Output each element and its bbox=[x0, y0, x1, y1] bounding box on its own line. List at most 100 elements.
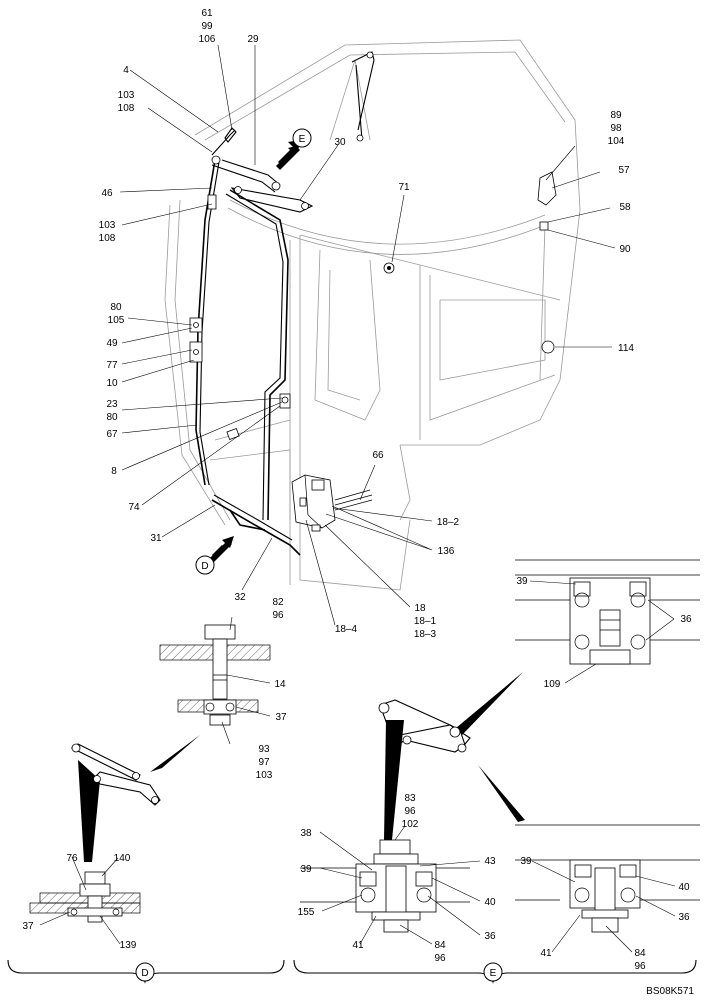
callout-109: 109 bbox=[544, 679, 561, 690]
callout-37-d: 37 bbox=[22, 921, 34, 932]
callout-93: 93 bbox=[258, 744, 270, 755]
view-label-e: E bbox=[490, 968, 497, 979]
callout-40-e: 40 bbox=[484, 897, 496, 908]
callout-84-e: 84 bbox=[434, 940, 446, 951]
callout-83: 83 bbox=[404, 793, 416, 804]
callout-31: 31 bbox=[150, 533, 162, 544]
view-marker-e-top: E bbox=[299, 134, 306, 145]
callout-140: 140 bbox=[114, 853, 131, 864]
callout-18-1: 18–1 bbox=[414, 616, 437, 627]
callout-8: 8 bbox=[111, 466, 117, 477]
callout-96-r: 96 bbox=[634, 961, 646, 972]
callout-103-top: 103 bbox=[118, 90, 135, 101]
detail-bolt-e bbox=[300, 839, 470, 933]
callout-18-2: 18–2 bbox=[437, 517, 460, 528]
callout-40-r: 40 bbox=[678, 882, 690, 893]
callout-108-mid: 108 bbox=[99, 233, 116, 244]
detail-link-arm-e bbox=[378, 699, 471, 753]
callout-36-r: 36 bbox=[678, 912, 690, 923]
view-markers bbox=[195, 128, 312, 575]
callout-96-e: 96 bbox=[404, 806, 416, 817]
view-arrows bbox=[210, 140, 300, 562]
callout-18-3: 18–3 bbox=[414, 629, 437, 640]
cab-body bbox=[164, 39, 581, 591]
callout-67: 67 bbox=[106, 429, 118, 440]
callout-136: 136 bbox=[438, 546, 455, 557]
callout-49: 49 bbox=[106, 338, 118, 349]
callout-30: 30 bbox=[334, 137, 346, 148]
view-d-circle bbox=[135, 962, 155, 982]
callout-89: 89 bbox=[610, 110, 622, 121]
hinges bbox=[189, 194, 217, 363]
callout-99: 99 bbox=[201, 21, 213, 32]
callout-105: 105 bbox=[108, 315, 125, 326]
callout-155: 155 bbox=[298, 907, 315, 918]
detail-bearing-top bbox=[515, 559, 700, 665]
callout-108-top: 108 bbox=[118, 103, 135, 114]
detail-link-arm-d bbox=[70, 743, 161, 806]
callout-74: 74 bbox=[128, 502, 140, 513]
callout-41-r: 41 bbox=[540, 948, 552, 959]
callout-41-e: 41 bbox=[352, 940, 364, 951]
callout-57: 57 bbox=[618, 165, 630, 176]
callout-58: 58 bbox=[619, 202, 631, 213]
callout-61: 61 bbox=[201, 8, 213, 19]
callout-36-top: 36 bbox=[680, 614, 692, 625]
view-e-circle bbox=[483, 962, 503, 982]
callout-103-bot: 103 bbox=[256, 770, 273, 781]
callout-97: 97 bbox=[258, 757, 270, 768]
callout-106: 106 bbox=[199, 34, 216, 45]
detail-arrows bbox=[78, 672, 525, 862]
detail-bolt-d bbox=[29, 871, 141, 923]
callout-77: 77 bbox=[106, 360, 118, 371]
callout-14: 14 bbox=[274, 679, 286, 690]
callout-4: 4 bbox=[123, 65, 129, 76]
callout-96-mid: 96 bbox=[272, 610, 284, 621]
callout-96-e2: 96 bbox=[434, 953, 446, 964]
view-label-d: D bbox=[141, 968, 148, 979]
callout-46: 46 bbox=[101, 188, 113, 199]
callout-37-mid: 37 bbox=[275, 712, 287, 723]
callout-71: 71 bbox=[398, 182, 410, 193]
callout-43: 43 bbox=[484, 856, 496, 867]
callouts: 61 99 106 29 4 103 108 30 89 98 104 57 4… bbox=[22, 8, 692, 972]
leader-lines bbox=[39, 44, 676, 953]
callout-82: 82 bbox=[272, 597, 284, 608]
right-side-parts bbox=[383, 171, 557, 354]
detail-bearing-bottom bbox=[515, 824, 700, 933]
latch bbox=[226, 393, 291, 440]
callout-18: 18 bbox=[414, 603, 426, 614]
callout-66: 66 bbox=[372, 450, 384, 461]
callout-84-r: 84 bbox=[634, 948, 646, 959]
callout-80: 80 bbox=[110, 302, 122, 313]
callout-98: 98 bbox=[610, 123, 622, 134]
callout-39-r: 39 bbox=[520, 856, 532, 867]
door-frame bbox=[195, 159, 301, 556]
callout-102: 102 bbox=[402, 819, 419, 830]
callout-39-e: 39 bbox=[300, 864, 312, 875]
callout-23: 23 bbox=[106, 399, 118, 410]
callout-90: 90 bbox=[619, 244, 631, 255]
detail-bolt-middle bbox=[159, 624, 271, 726]
drawing-code: BS08K571 bbox=[646, 986, 694, 997]
callout-18-4: 18–4 bbox=[335, 624, 358, 635]
callout-36-e: 36 bbox=[484, 931, 496, 942]
callout-32: 32 bbox=[234, 592, 246, 603]
top-handle-part bbox=[351, 51, 375, 142]
callout-10: 10 bbox=[106, 378, 118, 389]
callout-39-top: 39 bbox=[516, 576, 528, 587]
callout-103-mid: 103 bbox=[99, 220, 116, 231]
callout-38: 38 bbox=[300, 828, 312, 839]
callout-104: 104 bbox=[608, 136, 625, 147]
callout-29: 29 bbox=[247, 34, 259, 45]
view-marker-d-top: D bbox=[201, 561, 208, 572]
view-brackets bbox=[7, 959, 697, 984]
callout-114: 114 bbox=[618, 343, 634, 354]
callout-76: 76 bbox=[66, 853, 78, 864]
electrical-box bbox=[291, 474, 373, 532]
callout-139: 139 bbox=[120, 940, 137, 951]
upper-link-arms bbox=[211, 127, 314, 213]
callout-80-b: 80 bbox=[106, 412, 118, 423]
